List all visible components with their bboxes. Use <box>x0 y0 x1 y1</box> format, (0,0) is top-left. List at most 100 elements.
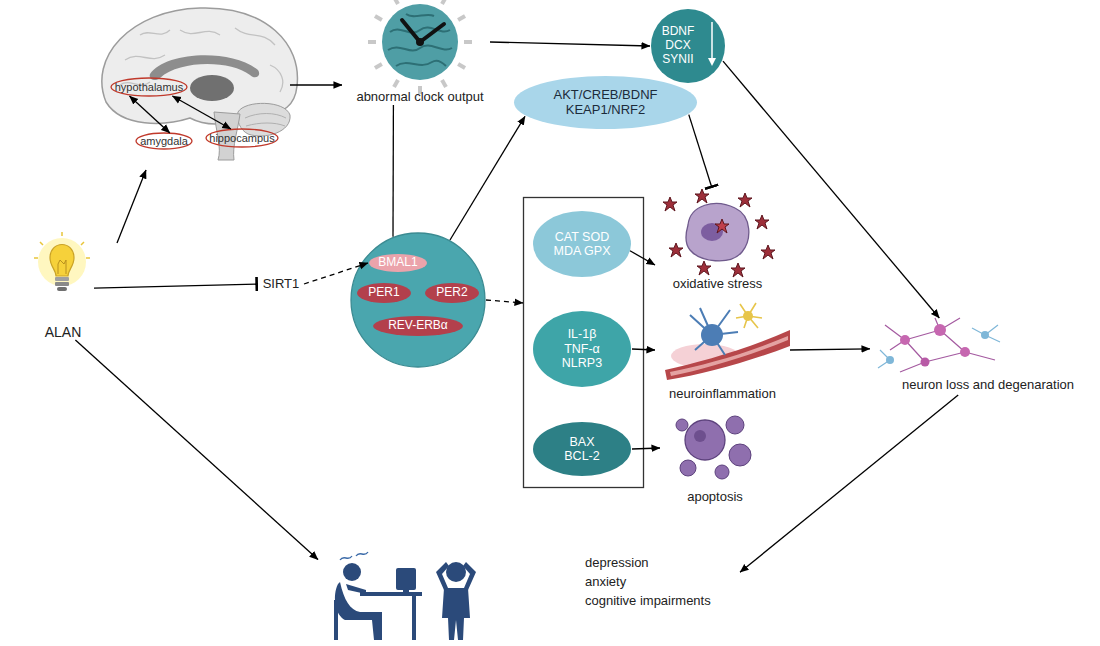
light-source: ALAN <box>32 232 94 340</box>
clock-icon <box>416 38 424 46</box>
oxidative-stress-cell <box>738 193 752 207</box>
oxidative-stress-cell <box>761 245 775 259</box>
brain-region-label: hippocampus <box>205 128 279 148</box>
apoptosis-illustration <box>729 444 751 466</box>
oxidative-stress-cell <box>755 215 769 229</box>
apoptosis-illustration <box>694 430 706 442</box>
node-label: BDNF DCX SYNII <box>658 25 698 66</box>
light-bulb-icon <box>55 282 69 286</box>
neuron-illustration <box>878 325 1000 368</box>
marker-ellipse: CAT SOD MDA GPX <box>532 210 632 278</box>
outcome-illustration: apoptosis <box>660 410 770 505</box>
clock-icon <box>374 62 383 69</box>
distressed-people-icons <box>403 589 409 593</box>
arrow-connector <box>490 42 650 46</box>
inhibition-connector <box>689 115 712 188</box>
clock-icon <box>368 0 472 94</box>
clock-icon <box>402 20 420 42</box>
clock-icon <box>440 0 447 5</box>
marker-group-box: CAT SOD MDA GPXIL-1β TNF-α NLRP3BAX BCL-… <box>523 197 644 488</box>
light-bulb-icon <box>57 287 67 291</box>
gene-ellipse: PER1 <box>356 282 412 304</box>
gene-label: SIRT1 <box>258 274 304 294</box>
node-label: CAT SOD MDA GPX <box>550 230 614 259</box>
node-label: KEAP1/NRF2 <box>566 103 645 118</box>
gene-ellipse: PER2 <box>424 282 480 304</box>
outcome-illustration: neuron loss and degenaration <box>870 318 1080 395</box>
clock-icon <box>388 14 452 66</box>
brain-region-label-outline <box>111 78 187 96</box>
node-label: cognitive impairments <box>585 594 711 609</box>
clock-icon <box>440 79 447 88</box>
neuroinflammation-illustration <box>743 311 753 321</box>
node-label: REV-ERBα <box>388 319 448 333</box>
node-label: hippocampus <box>209 132 274 145</box>
node-label: abnormal clock output <box>356 90 483 105</box>
node-label: depression <box>585 556 649 571</box>
node-label: IL-1β TNF-α NLRP3 <box>557 327 607 370</box>
distressed-people-icons <box>340 552 368 560</box>
node-label: PER2 <box>436 286 467 300</box>
oxidative-stress-cell <box>695 189 709 203</box>
arrow-connector <box>392 105 394 237</box>
oxidative-stress-cell <box>715 219 729 233</box>
node-label: hypothalamus <box>115 81 184 94</box>
neuroinflammation-illustration <box>701 324 723 346</box>
neuron-illustration <box>885 318 995 372</box>
gene-ellipse-outline <box>425 283 479 303</box>
node-label: PER1 <box>368 286 399 300</box>
neuron-illustration <box>960 347 970 357</box>
apoptosis-illustration <box>676 419 688 431</box>
node-label: neuroinflammation <box>669 387 776 402</box>
marker-ellipse-outline <box>533 422 631 476</box>
node-label: oxidative stress <box>673 277 763 292</box>
node-label: anxiety <box>585 575 626 590</box>
oxidative-stress-cell <box>669 243 683 257</box>
neuroinflammation-illustration <box>690 308 738 355</box>
brain-illustration <box>190 75 234 101</box>
arrow-connector <box>486 300 523 303</box>
node-label: ALAN <box>45 324 82 340</box>
gene-ellipse-outline <box>373 316 463 336</box>
inhibition-connector <box>94 284 258 288</box>
arrow-connector <box>740 395 958 572</box>
arrow-connector <box>790 349 870 350</box>
marker-ellipse: IL-1β TNF-α NLRP3 <box>532 310 632 388</box>
arrow-connector <box>130 96 170 133</box>
node-label: SIRT1 <box>263 277 300 292</box>
distressed-people-icons <box>446 562 466 582</box>
light-bulb-icon <box>38 238 86 286</box>
gene-ellipse: REV-ERBα <box>372 315 464 337</box>
light-bulb-icon <box>50 245 74 277</box>
arrow-connector <box>450 116 525 240</box>
node-label: BMAL1 <box>378 256 417 270</box>
distressed-people-icons <box>436 562 449 590</box>
apoptosis-illustration <box>726 416 744 434</box>
node-label: AKT/CREB/BDNF <box>553 88 657 103</box>
brain-region-label-outline <box>206 129 278 147</box>
distressed-people-icons <box>360 592 422 596</box>
light-bulb-icon <box>55 277 69 281</box>
oxidative-stress-cell <box>686 203 749 260</box>
light-bulb-icon <box>34 232 90 291</box>
clock-gene-circle-outline <box>351 233 485 367</box>
brain-illustration <box>102 8 298 160</box>
distressed-people-icons <box>346 584 366 594</box>
brain-region-label: amygdala <box>135 132 193 150</box>
clock-icon <box>420 24 444 42</box>
gene-ellipse: BMAL1 <box>368 253 428 273</box>
arrow-connector <box>75 340 318 560</box>
neuron-illustration <box>921 358 930 367</box>
exposure-arrows <box>117 85 342 243</box>
exposure-arrows <box>290 84 342 85</box>
neuroinflammation-illustration <box>665 330 790 380</box>
clock-icon <box>457 62 466 69</box>
apoptosis-illustration <box>680 460 696 476</box>
clock-illustration: abnormal clock output <box>350 0 490 105</box>
distressed-people-icons <box>412 596 416 640</box>
neuroinflammation-illustration <box>736 303 762 328</box>
node-label: amygdala <box>140 135 188 148</box>
oxidative-stress-cell <box>663 189 775 277</box>
marker-circle: BDNF DCX SYNII <box>650 8 726 84</box>
brain-illustration <box>245 114 286 127</box>
